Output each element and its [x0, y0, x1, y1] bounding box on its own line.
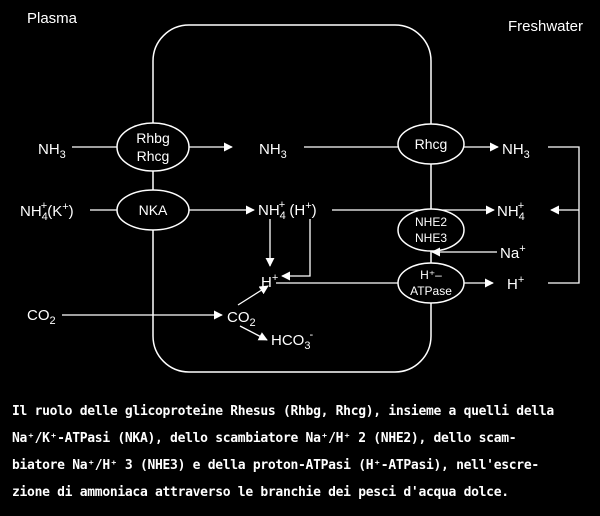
nh4-k-plasma-label: NH4+(K+): [20, 200, 74, 223]
co2-to-h-arrow: [237, 285, 269, 306]
rhcg-apical-transporter: [397, 123, 465, 165]
nhe2-label: NHE2: [415, 215, 447, 229]
nka-transporter: [116, 189, 190, 231]
h-atpase-label-top: H⁺–: [420, 268, 442, 282]
nhe3-label: NHE3: [415, 231, 447, 245]
h-atpase-pump: [397, 262, 465, 304]
freshwater-label: Freshwater: [508, 18, 583, 35]
rhbg-rhcg-transporter: [116, 122, 190, 172]
rhbg-label: Rhbg: [136, 130, 169, 146]
caption-line-1: Il ruolo delle glicoproteine Rhesus (Rhb…: [12, 404, 554, 419]
hco3-cell-label: HCO3-: [271, 329, 313, 352]
caption-line-4: zione di ammoniaca attraverso le branchi…: [12, 485, 509, 500]
h-cell-label: H+: [261, 272, 278, 291]
h-water-label: H+: [507, 274, 524, 293]
rhcg-apical-label: Rhcg: [415, 136, 448, 152]
figure-caption: Il ruolo delle glicoproteine Rhesus (Rhb…: [12, 398, 592, 506]
nh3-plasma-label: NH3: [38, 141, 66, 161]
nhe2-nhe3-exchanger: [397, 208, 465, 252]
nka-label: NKA: [139, 202, 168, 218]
plasma-label: Plasma: [27, 10, 78, 27]
h-branch-arrow: [281, 219, 311, 281]
nh3-water-label: NH3: [502, 141, 530, 161]
rhcg-label: Rhcg: [137, 148, 170, 164]
nh3-cell-label: NH3: [259, 141, 287, 161]
gill-cell-outline: [152, 24, 432, 373]
acid-trapping-bracket: [548, 146, 580, 284]
caption-line-2: Na⁺/K⁺-ATPasi (NKA), dello scambiatore N…: [12, 431, 517, 446]
h-atpase-label-bottom: ATPase: [410, 284, 452, 298]
nh4-h-cell-label: NH4+ (H+): [258, 199, 317, 222]
co2-cell-label: CO2: [227, 309, 256, 329]
co2-plasma-label: CO2: [27, 307, 56, 327]
na-water-label: Na+: [500, 243, 526, 262]
co2-to-hco3-arrow: [239, 325, 268, 341]
nh4-water-label: NH4+: [497, 200, 525, 223]
caption-line-3: biatore Na⁺/H⁺ 3 (NHE3) e della proton-A…: [12, 458, 539, 473]
